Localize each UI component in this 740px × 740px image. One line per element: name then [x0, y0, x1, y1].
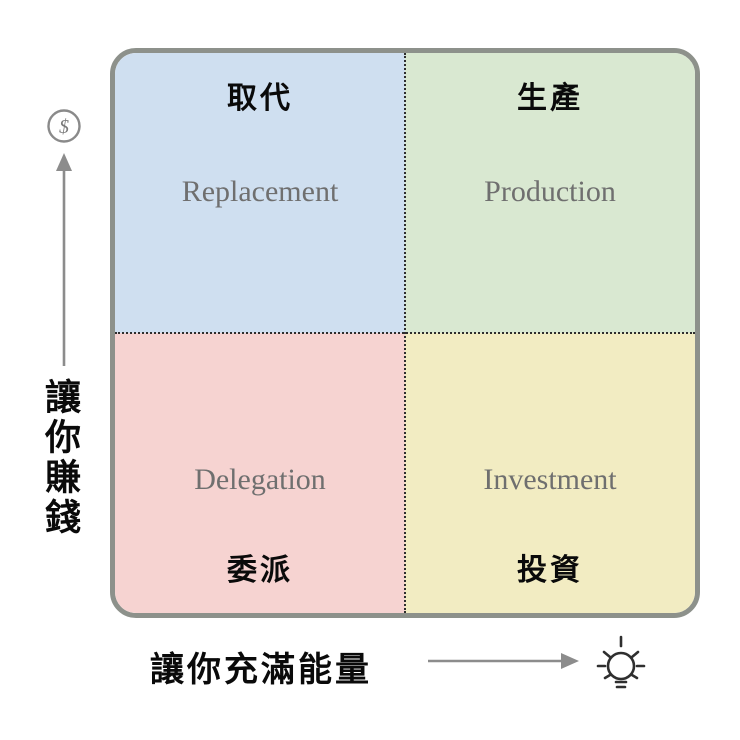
- quadrant-matrix: 取代 Replacement 生產 Production Delegation …: [110, 48, 700, 618]
- y-axis-label: 讓你賺錢: [40, 378, 81, 538]
- x-axis-label: 讓你充滿能量: [150, 651, 372, 689]
- lightbulb-icon: [596, 635, 646, 689]
- quadrant-bottom-right: Investment 投資: [405, 333, 695, 613]
- quadrant-top-right: 生產 Production: [405, 53, 695, 333]
- divider-horizontal: [115, 332, 695, 334]
- up-arrow-icon: [56, 153, 72, 366]
- quadrant-grid: 取代 Replacement 生產 Production Delegation …: [115, 53, 695, 613]
- quadrant-label-en: Delegation: [194, 463, 326, 496]
- quadrant-label-en: Replacement: [181, 175, 339, 208]
- dollar-glyph: $: [59, 116, 69, 138]
- quadrant-label-zh: 投資: [517, 554, 583, 587]
- right-arrow-icon: [428, 653, 579, 669]
- quadrant-label-zh: 委派: [227, 554, 293, 587]
- quadrant-bottom-left: Delegation 委派: [115, 333, 405, 613]
- quadrant-top-left: 取代 Replacement: [115, 53, 405, 333]
- quadrant-label-zh: 取代: [227, 82, 293, 115]
- dollar-circle-icon: $: [47, 109, 81, 143]
- quadrant-label-zh: 生產: [517, 82, 583, 115]
- quadrant-label-en: Investment: [483, 463, 617, 496]
- quadrant-label-en: Production: [484, 175, 616, 208]
